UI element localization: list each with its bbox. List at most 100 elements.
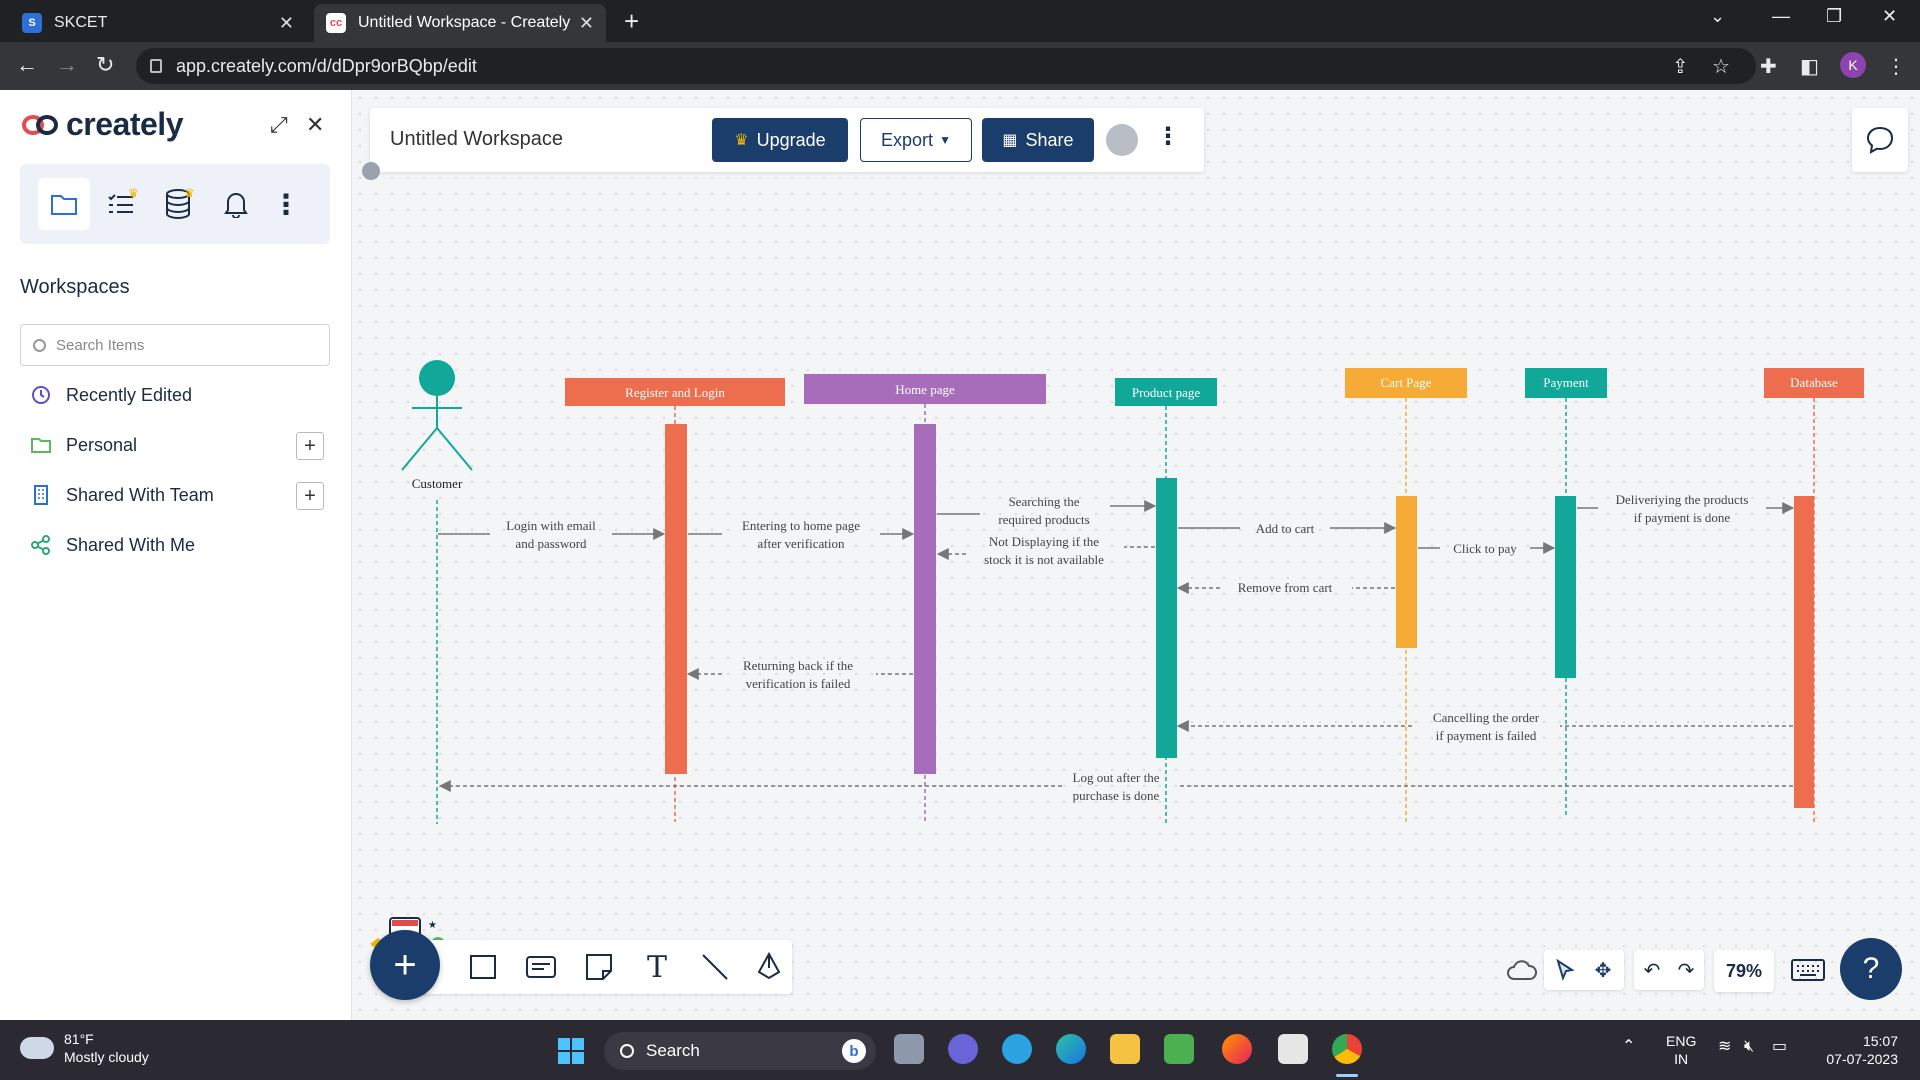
- share-page-icon[interactable]: ⇪: [1672, 56, 1689, 78]
- lifeline-payment[interactable]: Payment: [1525, 368, 1607, 818]
- message-remove-from-cart[interactable]: Remove from cart: [1176, 580, 1395, 595]
- language-indicator[interactable]: ENG IN: [1666, 1033, 1697, 1067]
- restore-icon[interactable]: ❐: [1826, 6, 1843, 26]
- diagram-canvas[interactable]: [352, 90, 1920, 1020]
- select-pointer-icon[interactable]: [1546, 959, 1584, 981]
- windows-start-icon[interactable]: [558, 1038, 584, 1064]
- sticky-note-tool-icon[interactable]: [584, 952, 614, 982]
- activation-bar[interactable]: [914, 424, 936, 774]
- lifeline-product-page[interactable]: Product page: [1115, 378, 1217, 826]
- battery-icon[interactable]: ▭: [1772, 1038, 1788, 1055]
- side-panel-icon[interactable]: ◧: [1800, 56, 1819, 78]
- browser-tab-skcet[interactable]: S SKCET ✕: [10, 4, 306, 42]
- message-login[interactable]: Login with email and password: [438, 518, 666, 551]
- edge-icon[interactable]: [1056, 1034, 1086, 1064]
- message-enter-home[interactable]: Entering to home page after verification: [688, 518, 915, 551]
- lifeline-database[interactable]: Database: [1764, 368, 1864, 824]
- sidebar-item-shared-with-me[interactable]: Shared With Me: [30, 530, 195, 560]
- teams-icon[interactable]: [948, 1034, 978, 1064]
- message-logout[interactable]: Log out after the purchase is done: [438, 770, 1793, 803]
- more-vertical-icon[interactable]: ⋮: [272, 188, 300, 220]
- text-tool-icon[interactable]: T: [646, 949, 667, 985]
- customer-actor[interactable]: Customer: [401, 360, 473, 824]
- back-icon[interactable]: ←: [16, 52, 38, 77]
- share-button[interactable]: ▦ Share: [982, 118, 1094, 162]
- line-tool-icon[interactable]: [700, 952, 730, 982]
- message-search-products[interactable]: Searching the required products: [937, 494, 1157, 527]
- task-view-icon[interactable]: [894, 1034, 924, 1064]
- undo-icon[interactable]: ↶: [1643, 959, 1661, 982]
- message-not-displaying[interactable]: Not Displaying if the stock it is not av…: [936, 534, 1155, 567]
- workspace-title[interactable]: Untitled Workspace: [390, 128, 564, 150]
- message-click-to-pay[interactable]: Click to pay: [1418, 541, 1556, 556]
- bookmark-star-icon[interactable]: ☆: [1712, 56, 1730, 78]
- cloud-save-icon[interactable]: [1504, 950, 1540, 990]
- extensions-icon[interactable]: ✚: [1760, 56, 1777, 78]
- forward-icon[interactable]: →: [56, 52, 78, 77]
- activation-bar[interactable]: [1555, 496, 1576, 678]
- sidebar-item-shared-with-team[interactable]: Shared With Team: [30, 480, 214, 510]
- redo-icon[interactable]: ↷: [1677, 959, 1695, 982]
- tray-chevron-icon[interactable]: ⌃: [1622, 1038, 1636, 1055]
- telegram-icon[interactable]: [1002, 1034, 1032, 1064]
- lifeline-cart-page[interactable]: Cart Page: [1345, 368, 1467, 824]
- search-items-input[interactable]: Search Items: [20, 324, 330, 366]
- chrome-icon[interactable]: [1332, 1034, 1362, 1064]
- bell-icon[interactable]: [210, 178, 262, 230]
- lifeline-register-login[interactable]: Register and Login: [565, 378, 785, 822]
- minimize-icon[interactable]: —: [1772, 6, 1790, 26]
- sidebar-item-recently-edited[interactable]: Recently Edited: [30, 380, 192, 410]
- collaborator-avatar[interactable]: [1106, 124, 1138, 156]
- close-window-icon[interactable]: ✕: [1882, 6, 1898, 26]
- activation-bar[interactable]: [1396, 496, 1417, 648]
- taskbar-search[interactable]: Search b: [604, 1032, 876, 1070]
- toolbar-drag-handle[interactable]: [362, 162, 380, 180]
- weather-widget[interactable]: 81°F Mostly cloudy: [20, 1030, 149, 1066]
- card-tool-icon[interactable]: [526, 952, 556, 982]
- task-list-icon[interactable]: ♛: [96, 178, 148, 230]
- url-text: app.creately.com/d/dDpr9orBQbp/edit: [176, 55, 477, 76]
- help-button[interactable]: ?: [1840, 938, 1902, 1000]
- activation-bar[interactable]: [665, 424, 687, 774]
- message-cancel-order[interactable]: Cancelling the order if payment is faile…: [1176, 710, 1793, 743]
- clock[interactable]: 15:07 07-07-2023: [1826, 1033, 1898, 1067]
- more-options-icon[interactable]: ⋮: [1156, 123, 1180, 150]
- pen-tool-icon[interactable]: [754, 952, 784, 982]
- expand-icon[interactable]: ⤢: [270, 112, 288, 137]
- message-deliver-products[interactable]: Deliveriying the products if payment is …: [1577, 492, 1795, 525]
- firefox-icon[interactable]: [1222, 1034, 1252, 1064]
- zoom-level[interactable]: 79%: [1714, 950, 1774, 992]
- add-personal-button[interactable]: +: [296, 432, 324, 460]
- profile-avatar[interactable]: K: [1840, 52, 1866, 78]
- rectangle-tool-icon[interactable]: [468, 952, 498, 982]
- message-return-verification[interactable]: Returning back if the verification is fa…: [686, 658, 913, 691]
- new-tab-button[interactable]: +: [624, 6, 640, 36]
- image-editor-icon[interactable]: [1164, 1034, 1194, 1064]
- close-panel-icon[interactable]: ✕: [306, 112, 325, 137]
- browser-tab-creately[interactable]: cc Untitled Workspace - Creately ✕: [314, 4, 606, 42]
- activation-bar[interactable]: [1794, 496, 1814, 808]
- add-team-button[interactable]: +: [296, 482, 324, 510]
- lifeline-home-page[interactable]: Home page: [804, 374, 1046, 822]
- add-shape-button[interactable]: +: [370, 930, 440, 1000]
- comments-button[interactable]: [1852, 108, 1908, 172]
- activation-bar[interactable]: [1156, 478, 1177, 758]
- close-tab-icon[interactable]: ✕: [578, 12, 594, 33]
- tab-search-icon[interactable]: ⌄: [1710, 6, 1726, 26]
- document-icon[interactable]: [1278, 1034, 1308, 1064]
- keyboard-shortcuts-icon[interactable]: [1788, 950, 1828, 990]
- pan-move-icon[interactable]: ✥: [1594, 959, 1612, 982]
- sidebar-item-personal[interactable]: Personal: [30, 430, 137, 460]
- volume-muted-icon[interactable]: 🔇︎: [1744, 1038, 1755, 1055]
- close-tab-icon[interactable]: ✕: [278, 12, 294, 33]
- file-explorer-icon[interactable]: [1110, 1034, 1140, 1064]
- message-add-to-cart[interactable]: Add to cart: [1178, 521, 1397, 536]
- upgrade-button[interactable]: ♛ Upgrade: [712, 118, 848, 162]
- chrome-menu-icon[interactable]: ⋮: [1886, 56, 1906, 78]
- reload-icon[interactable]: ↻: [96, 52, 115, 77]
- address-bar[interactable]: app.creately.com/d/dDpr9orBQbp/edit: [136, 48, 1756, 84]
- database-icon[interactable]: ♛: [152, 178, 204, 230]
- wifi-icon[interactable]: ≋: [1718, 1038, 1732, 1055]
- export-button[interactable]: Export ▼: [860, 118, 972, 162]
- folder-icon[interactable]: [38, 178, 90, 230]
